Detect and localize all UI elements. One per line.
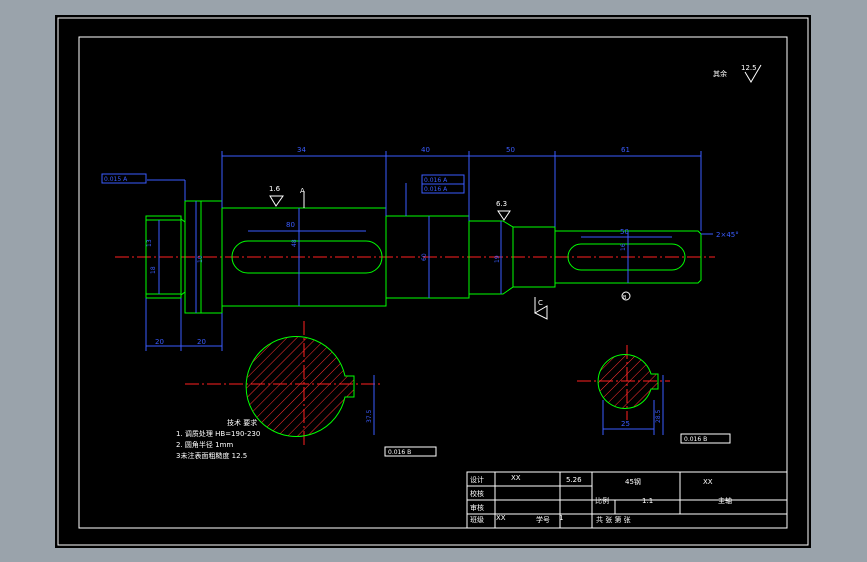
roughness-marks: 1.6 6.3 bbox=[269, 185, 548, 320]
dim-61: 61 bbox=[621, 146, 630, 154]
roughness-symbol-icon bbox=[744, 64, 762, 83]
dim-inner-16: 16 bbox=[620, 243, 627, 251]
dim-inner-13: 13 bbox=[146, 239, 153, 247]
tb-designer: XX bbox=[511, 474, 521, 482]
datum-circle-icon bbox=[621, 291, 631, 301]
top-dimensions: 34 40 50 61 20 20 80 50 2×45° 25 bbox=[155, 146, 739, 428]
tb-design-label: 设计 bbox=[470, 475, 484, 484]
dim-40: 40 bbox=[421, 146, 430, 154]
dim-keyway-50: 50 bbox=[620, 228, 629, 236]
tb-review-label: 审核 bbox=[470, 503, 484, 512]
tb-material: 45钢 bbox=[625, 477, 641, 486]
tb-scale-value: 1:1 bbox=[642, 497, 653, 505]
roughness-triangle-icon bbox=[533, 305, 548, 320]
inner-dimensions: 13 18 10 48 60 19 16 37.5 28.5 bbox=[146, 239, 662, 423]
roughness-6-3: 6.3 bbox=[496, 200, 507, 208]
dim-bottom-20a: 20 bbox=[155, 338, 164, 346]
shaft-step-5 bbox=[469, 220, 514, 295]
inner-border bbox=[78, 36, 788, 529]
tb-class-label: 班级 bbox=[470, 515, 484, 524]
tol-middle-1: 0.016 A bbox=[424, 177, 448, 184]
dim-keyway-80: 80 bbox=[286, 221, 295, 229]
keyway-left bbox=[231, 240, 383, 274]
tolerance-frames: 0.015 A 0.016 A 0.016 A 0.016 B 0.016 B bbox=[101, 173, 731, 457]
dim-inner-48: 48 bbox=[291, 239, 298, 247]
dim-section-depth-left: 37.5 bbox=[366, 409, 373, 423]
dim-section-width: 25 bbox=[621, 420, 630, 428]
dim-section-depth-right: 28.5 bbox=[655, 409, 662, 423]
dim-34: 34 bbox=[297, 146, 306, 154]
tech-item-3: 3未注表面粗糙度 12.5 bbox=[176, 451, 247, 460]
tb-scale-label: 比例 bbox=[595, 496, 609, 505]
roughness-note-label: 其余 bbox=[713, 69, 727, 78]
tb-id-label: 学号 bbox=[536, 515, 550, 524]
tech-title: 技术 要求 bbox=[227, 418, 257, 427]
datum-c: C bbox=[538, 299, 543, 307]
shaft-step-6 bbox=[554, 230, 702, 284]
title-block-text: 设计 XX 5.26 45钢 XX 校核 审核 比例 1:1 主轴 班级 XX … bbox=[470, 474, 732, 524]
centerlines bbox=[115, 256, 715, 447]
tech-item-2: 2. 圆角半径 1mm bbox=[176, 440, 233, 449]
dim-inner-18: 18 bbox=[150, 266, 157, 274]
shaft-step-4 bbox=[385, 215, 470, 299]
drawing-canvas: 其余 12.5 bbox=[57, 17, 809, 546]
dim-inner-60: 60 bbox=[421, 253, 428, 261]
dim-inner-19: 19 bbox=[494, 255, 501, 263]
tb-part-name: 主轴 bbox=[718, 496, 732, 505]
roughness-note-value: 12.5 bbox=[741, 64, 757, 72]
section-view-right bbox=[597, 354, 659, 409]
section-right-shape bbox=[597, 354, 659, 409]
tech-requirements: 技术 要求 1. 调质处理 HB=190-230 2. 圆角半径 1mm 3未注… bbox=[176, 418, 260, 460]
section-view-left bbox=[245, 336, 355, 437]
title-block bbox=[466, 471, 788, 529]
tb-date: 5.26 bbox=[566, 476, 582, 484]
roughness-note: 其余 12.5 bbox=[713, 64, 762, 83]
dim-bottom-20b: 20 bbox=[197, 338, 206, 346]
dim-inner-10: 10 bbox=[197, 255, 204, 263]
keyway-right bbox=[567, 243, 686, 271]
tech-item-1: 1. 调质处理 HB=190-230 bbox=[176, 429, 260, 438]
datum-markers: A B C bbox=[300, 187, 631, 313]
cad-viewport: 其余 12.5 bbox=[55, 15, 811, 548]
tb-sheets: 共 张 第 张 bbox=[596, 515, 631, 524]
tol-middle-2: 0.016 A bbox=[424, 186, 448, 193]
dim-50: 50 bbox=[506, 146, 515, 154]
shaft-step-1 bbox=[145, 215, 182, 299]
datum-b: B bbox=[623, 295, 627, 301]
tb-class-value: XX bbox=[496, 514, 506, 522]
tb-check-label: 校核 bbox=[470, 489, 484, 498]
datum-a: A bbox=[300, 187, 305, 195]
roughness-triangle-icon bbox=[269, 195, 284, 207]
section-left-shape bbox=[245, 336, 355, 437]
roughness-triangle-icon bbox=[497, 210, 511, 221]
tol-section-right: 0.016 B bbox=[684, 436, 707, 443]
tol-left-top: 0.015 A bbox=[104, 176, 128, 183]
dim-chamfer: 2×45° bbox=[716, 231, 739, 239]
tb-id-value: 1 bbox=[559, 514, 563, 522]
outer-border bbox=[57, 17, 809, 546]
tb-company: XX bbox=[703, 478, 713, 486]
dimension-lines bbox=[145, 151, 713, 435]
roughness-1-6: 1.6 bbox=[269, 185, 281, 193]
tol-section-left: 0.016 B bbox=[388, 449, 411, 456]
